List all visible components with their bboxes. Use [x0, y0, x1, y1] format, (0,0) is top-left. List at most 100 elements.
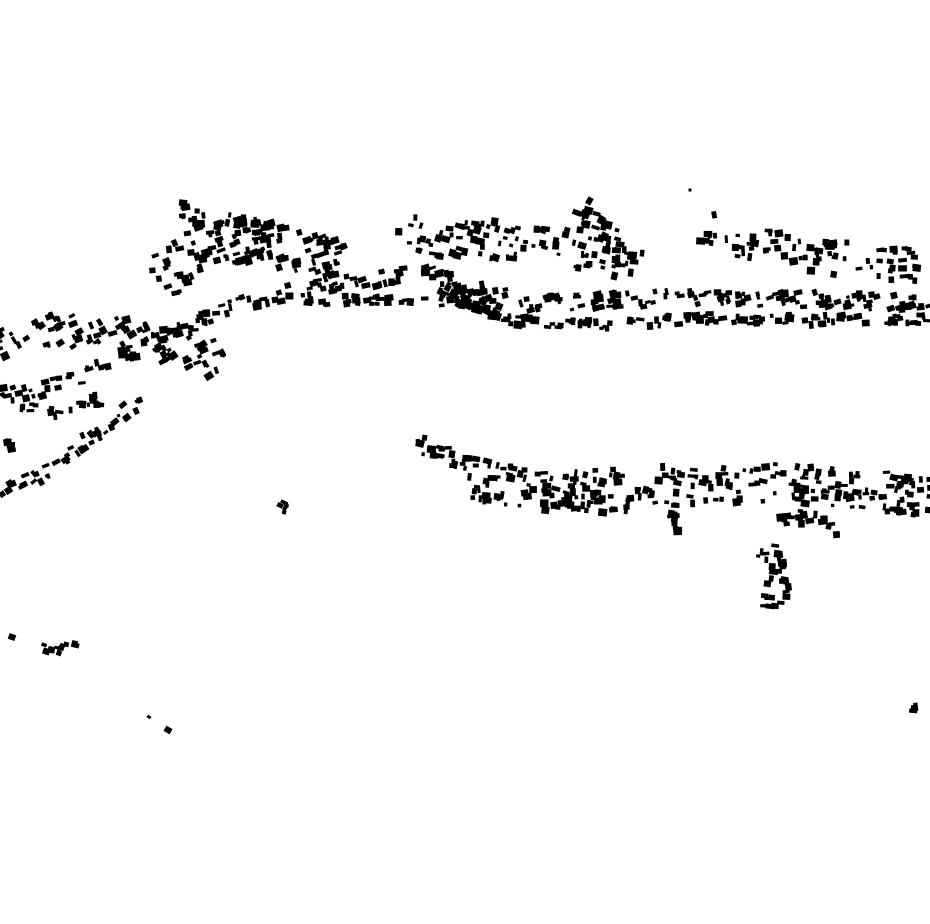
building — [593, 500, 603, 505]
building — [595, 303, 605, 310]
building — [863, 302, 873, 310]
building — [522, 474, 527, 483]
building — [782, 589, 790, 594]
building — [7, 446, 13, 454]
building — [14, 389, 24, 398]
building — [155, 334, 162, 343]
building — [780, 299, 786, 307]
building — [201, 359, 209, 368]
building — [549, 492, 555, 499]
building — [612, 471, 621, 481]
building — [776, 513, 786, 522]
building — [233, 238, 241, 246]
building — [514, 225, 522, 231]
building — [526, 306, 536, 314]
building — [911, 480, 916, 489]
building — [311, 231, 319, 240]
building — [563, 226, 571, 233]
building — [324, 236, 330, 245]
building — [84, 365, 94, 373]
building — [440, 235, 451, 244]
building — [580, 221, 588, 226]
building — [31, 393, 36, 399]
building — [788, 295, 797, 303]
building — [849, 505, 855, 509]
building — [855, 290, 863, 299]
building — [0, 350, 11, 362]
building — [531, 243, 536, 248]
building — [595, 489, 602, 496]
building — [764, 228, 773, 234]
building — [735, 313, 740, 321]
building — [798, 519, 805, 528]
building — [735, 233, 740, 238]
building — [538, 239, 547, 248]
building — [834, 480, 842, 489]
building — [9, 479, 17, 488]
building — [327, 239, 335, 246]
building — [306, 291, 312, 298]
building — [453, 290, 460, 300]
building — [672, 479, 682, 487]
building — [227, 212, 232, 218]
building — [584, 507, 589, 514]
building — [334, 284, 342, 293]
building — [764, 556, 769, 564]
building — [304, 247, 312, 254]
building — [672, 502, 680, 508]
building — [251, 236, 261, 241]
building — [132, 406, 140, 416]
building — [782, 593, 791, 600]
building — [78, 400, 87, 409]
building — [152, 346, 159, 352]
building — [482, 496, 487, 505]
building — [216, 247, 226, 254]
building — [384, 293, 394, 302]
building — [907, 491, 914, 498]
building — [264, 298, 271, 308]
building — [600, 265, 606, 270]
building — [36, 477, 46, 487]
building — [861, 319, 870, 327]
building — [698, 292, 707, 298]
building — [694, 300, 701, 308]
building — [54, 409, 64, 415]
building — [624, 503, 630, 510]
building — [323, 263, 333, 272]
building — [401, 298, 408, 303]
building — [224, 218, 231, 227]
building — [831, 255, 839, 260]
building — [776, 554, 782, 562]
building — [509, 226, 517, 235]
building — [599, 231, 610, 241]
building — [87, 321, 95, 330]
building — [568, 318, 573, 324]
buildings-layer — [0, 188, 930, 735]
building — [144, 336, 150, 343]
building — [610, 271, 619, 281]
building — [896, 499, 901, 507]
building — [340, 243, 345, 250]
building — [910, 254, 918, 260]
building — [55, 649, 63, 657]
building — [591, 224, 601, 231]
building — [782, 320, 789, 326]
building — [833, 298, 842, 306]
building — [599, 258, 606, 265]
building — [276, 297, 286, 306]
building — [716, 477, 724, 487]
building — [242, 254, 252, 261]
building — [285, 292, 294, 300]
building — [507, 313, 512, 320]
building — [899, 496, 905, 503]
building — [749, 315, 756, 321]
building — [7, 632, 17, 642]
building — [0, 383, 8, 393]
building — [455, 245, 464, 252]
building — [590, 299, 595, 306]
building — [98, 325, 108, 336]
building — [822, 311, 828, 320]
building — [93, 358, 100, 367]
building — [687, 474, 697, 478]
building — [797, 238, 802, 245]
